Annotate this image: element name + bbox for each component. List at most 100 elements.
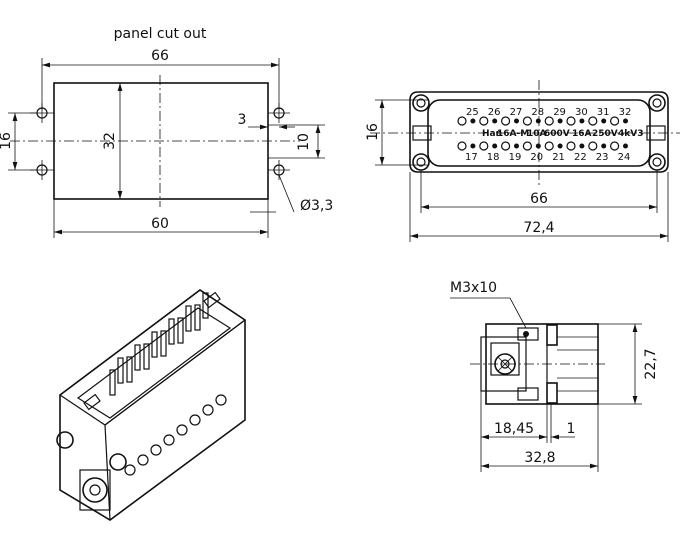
contact-icon: [479, 116, 489, 126]
connector-side-view: M3x10 22,7 18,45 1 32,8: [450, 280, 659, 472]
screw-label: M3x10: [450, 280, 497, 296]
connector-isometric-view: [56, 289, 247, 521]
contact-icon: [557, 143, 563, 149]
contact-icon: [579, 118, 585, 124]
pin-icon: [134, 344, 141, 371]
contact-number: 31: [597, 107, 610, 118]
contact-icon: [609, 116, 620, 126]
contact-number: 22: [574, 152, 587, 163]
pin-icon: [194, 304, 201, 331]
wire-entry-icon: [202, 404, 214, 416]
pin-icon: [185, 305, 192, 332]
contact-number: 32: [619, 107, 632, 118]
pin-icon: [160, 330, 167, 357]
marking-10a: 10A: [527, 129, 547, 139]
contact-icon: [557, 118, 563, 124]
contact-icon: [501, 116, 511, 126]
marking-han: Han: [482, 129, 502, 139]
contact-number: 20: [530, 152, 543, 163]
pin-icon: [117, 357, 124, 384]
wire-entry-icon: [163, 434, 175, 446]
marking-16a: 16A: [572, 129, 592, 139]
contact-number: 27: [510, 107, 523, 118]
marking-600v: 600V: [544, 129, 570, 139]
marking-4kv3: 4kV3: [618, 129, 643, 139]
contact-icon: [457, 116, 467, 126]
dim-22-7: 22,7: [643, 348, 659, 379]
contact-icon: [601, 118, 607, 124]
marking-250v: 250V: [592, 129, 618, 139]
dim-66: 66: [151, 48, 169, 64]
wire-entries: [124, 394, 227, 476]
dim-10: 10: [296, 133, 312, 151]
contact-icon: [470, 143, 476, 149]
dim-16: 16: [0, 132, 14, 150]
pin-icon: [109, 369, 116, 396]
contact-icon: [514, 143, 519, 149]
dim-72-4: 72,4: [523, 220, 554, 236]
contact-number: 25: [466, 107, 479, 118]
contact-icon: [492, 118, 498, 124]
contact-icon: [479, 141, 489, 151]
contact-icon: [623, 118, 628, 124]
contact-icon: [522, 116, 533, 126]
dim-66-front: 66: [530, 191, 548, 207]
contact-icon: [609, 141, 620, 151]
pin-icon: [143, 343, 150, 370]
contact-number: 30: [575, 107, 588, 118]
connector-front-view: 25 26 27 28 29 30 31 32 17 18 19 20 21 22 23 24 Han 16…: [365, 80, 680, 242]
wire-entry-icon: [189, 414, 201, 426]
contact-number: 24: [618, 152, 631, 163]
dim-hole-diameter: Ø3,3: [300, 198, 333, 214]
contact-icon: [579, 143, 585, 149]
wire-entry-icon: [176, 424, 188, 436]
contact-number: 23: [596, 152, 609, 163]
dim-3: 3: [238, 112, 247, 128]
contact-icon: [544, 116, 554, 126]
contact-number: 17: [465, 152, 478, 163]
contact-icon: [535, 143, 541, 149]
contact-number: 19: [509, 152, 522, 163]
contact-icon: [588, 141, 598, 151]
marking-16a-m: 16A-M: [497, 129, 529, 139]
dim-32-8: 32,8: [524, 450, 555, 466]
contact-icon: [566, 141, 576, 151]
dim-1: 1: [567, 421, 576, 437]
wire-entry-icon: [215, 394, 227, 406]
contact-number: 18: [487, 152, 500, 163]
contact-icon: [457, 141, 467, 151]
dim-18-45: 18,45: [494, 421, 534, 437]
contact-number: 28: [531, 107, 544, 118]
marking-text: Han 16A-M 10A 600V 16A 250V 4kV3: [482, 129, 643, 139]
contact-number: 26: [488, 107, 501, 118]
pin-icon: [168, 318, 175, 345]
contact-icon: [544, 141, 554, 151]
panel-cutout-title: panel cut out: [114, 26, 207, 42]
screw-icon: [82, 477, 108, 503]
pin-icon: [151, 331, 158, 358]
contact-icon: [588, 116, 598, 126]
contact-icon: [535, 118, 541, 124]
wire-entry-icon: [150, 444, 162, 456]
pin-icon: [177, 317, 184, 344]
contact-number: 29: [553, 107, 566, 118]
dim-32: 32: [102, 132, 118, 150]
wire-entry-icon: [137, 454, 149, 466]
contact-number: 21: [552, 152, 565, 163]
screw-icon: [109, 453, 127, 471]
contact-icon: [514, 118, 519, 124]
contact-icon: [522, 141, 533, 151]
contact-icon: [492, 143, 498, 149]
screw-icon: [56, 431, 74, 449]
bottom-contact-row: 17 18 19 20 21 22 23 24: [457, 141, 631, 163]
contact-icon: [470, 118, 476, 124]
dim-16-front: 16: [365, 123, 381, 141]
contact-icon: [601, 143, 607, 149]
contact-icon: [623, 143, 628, 149]
contact-pins: [109, 292, 209, 396]
wire-entry-icon: [124, 464, 136, 476]
pin-icon: [126, 356, 133, 383]
panel-cutout-view: panel cut out 66 60 32 16 3 10 Ø3,3: [0, 26, 333, 238]
dim-60: 60: [151, 216, 169, 232]
